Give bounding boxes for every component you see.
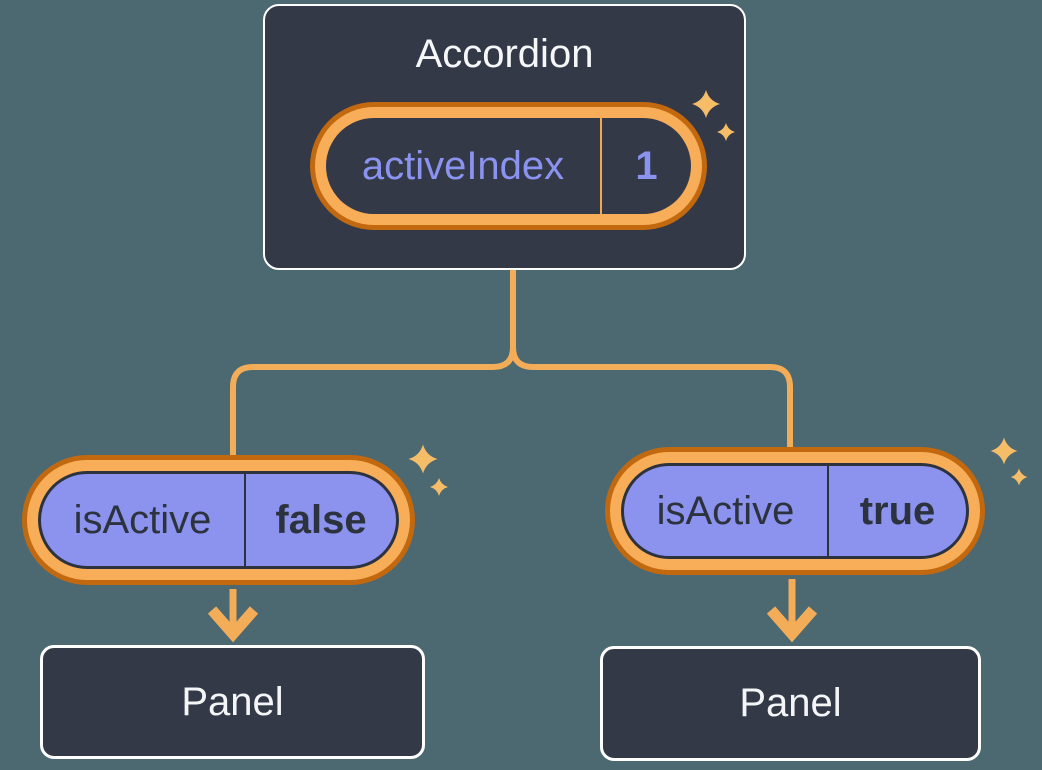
prop-value-label: true <box>859 488 936 533</box>
panel-title: Panel <box>739 681 842 725</box>
sparkle-icon <box>408 444 448 496</box>
sparkle-icon <box>990 437 1028 486</box>
connector-right-branch <box>510 346 793 450</box>
prop-name-label: isActive <box>41 474 246 566</box>
accordion-title: Accordion <box>415 32 594 76</box>
arrow-down-icon <box>207 589 259 643</box>
connector-left-branch <box>230 346 516 458</box>
prop-pill-isactive-true: isActive true <box>605 447 985 575</box>
panel-node-left: Panel <box>40 645 425 759</box>
arrow-down-icon <box>766 579 818 643</box>
panel-node-right: Panel <box>600 646 981 761</box>
panel-title: Panel <box>181 679 284 724</box>
state-name-label: activeIndex <box>326 118 602 214</box>
prop-value-label: false <box>275 497 367 542</box>
prop-pill-isactive-false: isActive false <box>22 455 415 585</box>
prop-name-label: isActive <box>624 466 829 556</box>
state-value-label: 1 <box>635 143 658 188</box>
state-pill-activeindex: activeIndex 1 <box>310 102 707 230</box>
